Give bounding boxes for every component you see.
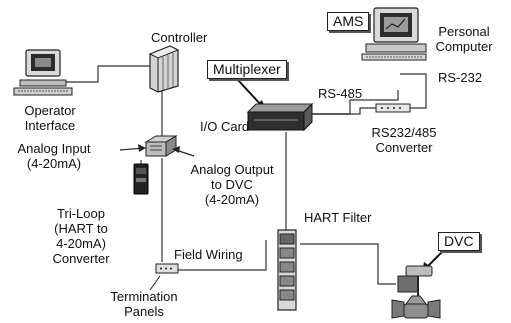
rs232-label: RS-232: [438, 70, 483, 85]
analog-output-label-line-3: (4-20mA): [204, 192, 260, 207]
rs485-to-converter: [312, 107, 376, 115]
rs232-485-converter-icon: [375, 103, 411, 113]
personal-computer-label-line-2: Computer: [435, 39, 493, 54]
rs232-485-converter-label: RS232/485 Converter: [364, 125, 444, 155]
analog-input-label-line-1: Analog Input: [17, 141, 91, 156]
control-valve-icon: [391, 265, 441, 319]
hart-filter-label: HART Filter: [304, 210, 372, 225]
dvc-label: DVC: [438, 232, 480, 251]
operator-interface-icon: [13, 49, 73, 96]
hart-filter-icon: [277, 229, 297, 311]
operator-interface-label-line-2: Interface: [24, 118, 76, 133]
termination-panels-label: Termination Panels: [98, 289, 190, 319]
termination-panels-label-line-2: Panels: [124, 304, 164, 319]
analog-input-label-line-2: (4-20mA): [26, 156, 82, 171]
tri-loop-label-line-3: 4-20mA): [56, 236, 106, 251]
rs485-label: RS-485: [318, 86, 363, 101]
analog-output-label-line-2: to DVC: [211, 177, 253, 192]
termination-panel-icon: [149, 263, 179, 291]
tri-loop-label-line-1: Tri-Loop: [57, 206, 105, 221]
operator-interface-label-line-1: Operator: [24, 103, 76, 118]
analog-io-arrows: [119, 144, 195, 157]
analog-input-label: Analog Input (4-20mA): [6, 141, 102, 171]
personal-computer-icon: [361, 7, 427, 61]
personal-computer-label: Personal Computer: [426, 24, 502, 54]
tri-loop-label-line-2: (HART to: [54, 221, 108, 236]
rs232-to-pc: [400, 73, 427, 109]
tri-loop-label: Tri-Loop (HART to 4-20mA) Converter: [40, 206, 122, 266]
personal-computer-label-line-1: Personal: [438, 24, 490, 39]
analog-output-label: Analog Output to DVC (4-20mA): [183, 162, 281, 207]
multiplexer-label: Multiplexer: [207, 60, 287, 79]
rs232-485-converter-label-line-1: RS232/485: [371, 125, 437, 140]
termination-filter-link: [178, 240, 267, 271]
serial-wiring: [312, 73, 427, 115]
io-card-label: I/O Card: [200, 119, 250, 134]
field-wiring-label: Field Wiring: [174, 247, 243, 262]
rs232-485-converter-label-line-2: Converter: [375, 140, 433, 155]
ams-label: AMS: [327, 12, 370, 31]
tri-loop-icon: [133, 160, 149, 195]
analog-output-label-line-1: Analog Output: [190, 162, 274, 177]
tri-loop-label-line-4: Converter: [52, 251, 110, 266]
termination-panels-label-line-1: Termination: [110, 289, 178, 304]
controller-icon: [148, 45, 180, 93]
multiplexer-icon: [246, 102, 314, 132]
operator-interface-label: Operator Interface: [6, 103, 94, 133]
io-card-icon: [144, 135, 178, 157]
controller-label: Controller: [151, 30, 208, 45]
filter-dvc-link: [300, 243, 396, 285]
operator-controller-link: [60, 65, 150, 83]
